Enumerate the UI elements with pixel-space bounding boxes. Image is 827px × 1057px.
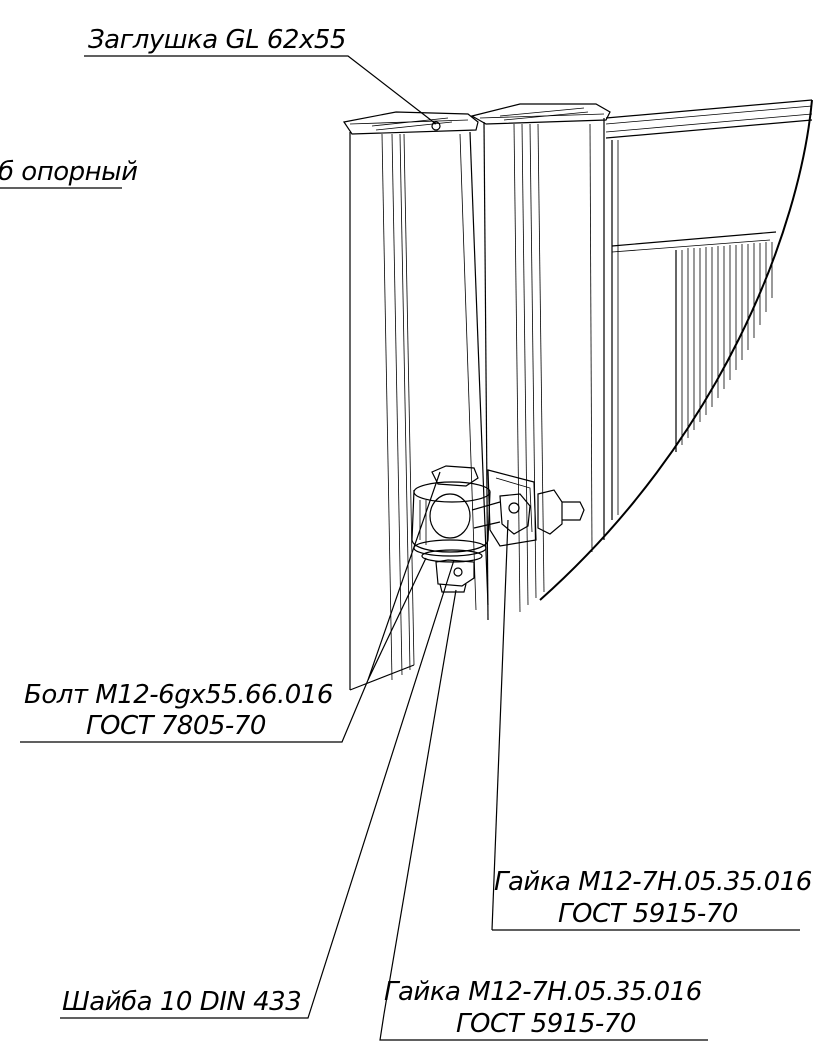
- washer-label: Шайба 10 DIN 433: [62, 987, 301, 1017]
- bolt-label-line2: ГОСТ 7805-70: [86, 711, 266, 741]
- gate-frame: [605, 99, 813, 520]
- nut-right-label-line2: ГОСТ 5915-70: [558, 899, 738, 929]
- left-post: [349, 131, 489, 691]
- leader-lines: [0, 55, 800, 1041]
- left-post-cap: [342, 111, 479, 135]
- nut-bottom-label-line1: Гайка M12-7H.05.35.016: [384, 977, 702, 1007]
- right-post-cap: [470, 103, 611, 125]
- nut-right-label-line1: Гайка M12-7H.05.35.016: [494, 867, 812, 897]
- nut-bottom-label-line2: ГОСТ 5915-70: [456, 1009, 636, 1039]
- post-label: б опорный: [0, 157, 138, 187]
- section-break-arc: [539, 99, 813, 601]
- hinge: [411, 465, 585, 593]
- cap-label: Заглушка GL 62x55: [88, 25, 346, 55]
- bolt-label-line1: Болт M12-6gx55.66.016: [24, 680, 333, 710]
- right-post: [483, 118, 605, 621]
